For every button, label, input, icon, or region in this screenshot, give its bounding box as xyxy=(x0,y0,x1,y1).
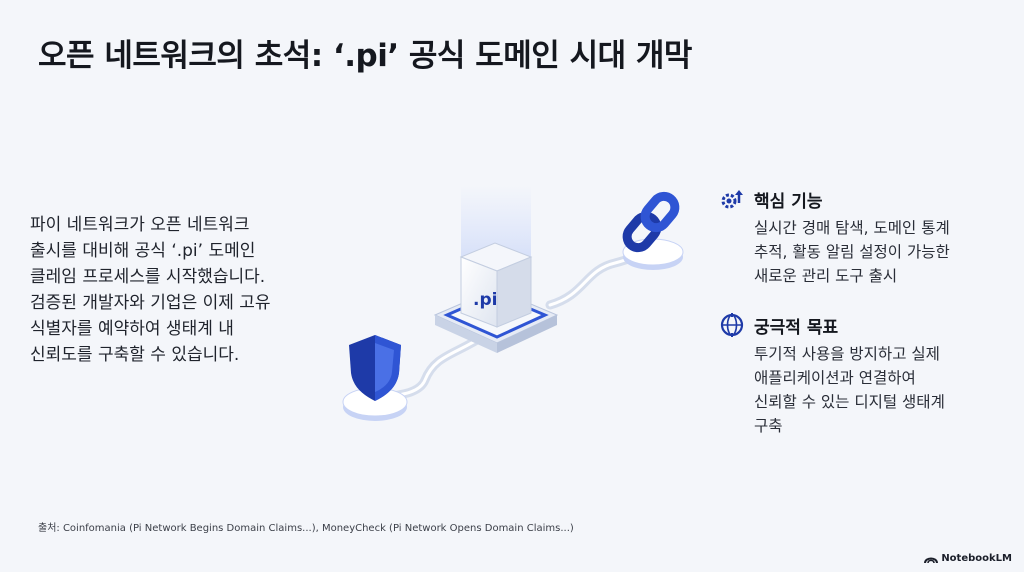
feature-title: 핵심 기능 xyxy=(754,191,823,212)
shield-pedestal xyxy=(342,335,408,421)
intro-line: 검증된 개발자와 기업은 이제 고유 xyxy=(30,293,271,313)
feature-desc-line: 새로운 관리 도구 출시 xyxy=(754,267,898,285)
gear-arrow-icon xyxy=(720,186,748,212)
chain-link-icon xyxy=(622,191,680,253)
feature-desc-line: 구축 xyxy=(754,417,783,435)
feature-desc-line: 실시간 경매 탐색, 도메인 통계 xyxy=(754,219,950,237)
notebooklm-logo-icon xyxy=(924,557,939,563)
feature-desc-line: 추적, 활동 알림 설정이 가능한 xyxy=(754,243,950,261)
feature-desc-line: 신뢰할 수 있는 디지털 생태계 xyxy=(754,393,945,411)
feature-desc-line: 투기적 사용을 방지하고 실제 xyxy=(754,345,940,363)
intro-paragraph: 파이 네트워크가 오픈 네트워크 출시를 대비해 공식 ‘.pi’ 도메인 클레… xyxy=(30,212,330,368)
feature-title: 궁극적 목표 xyxy=(754,317,839,338)
brand-name: NotebookLM xyxy=(941,553,1012,564)
brand-watermark: NotebookLM xyxy=(924,553,1012,564)
source-citation: 출처: Coinfomania (Pi Network Begins Domai… xyxy=(38,523,574,534)
intro-line: 식별자를 예약하여 생태계 내 xyxy=(30,319,234,339)
feature-description: 투기적 사용을 방지하고 실제 애플리케이션과 연결하여 신뢰할 수 있는 디지… xyxy=(754,342,1010,438)
intro-line: 클레임 프로세스를 시작했습니다. xyxy=(30,267,266,287)
intro-line: 파이 네트워크가 오픈 네트워크 xyxy=(30,215,250,235)
intro-line: 출시를 대비해 공식 ‘.pi’ 도메인 xyxy=(30,241,256,261)
feature-desc-line: 애플리케이션과 연결하여 xyxy=(754,369,916,387)
chain-pedestal xyxy=(622,191,684,270)
shield-icon xyxy=(349,335,401,401)
feature-description: 실시간 경매 탐색, 도메인 통계 추적, 활동 알림 설정이 가능한 새로운 … xyxy=(754,216,1010,288)
intro-line: 신뢰도를 구축할 수 있습니다. xyxy=(30,345,240,365)
globe-target-icon xyxy=(720,312,748,338)
page-title: 오픈 네트워크의 초석: ‘.pi’ 공식 도메인 시대 개막 xyxy=(38,38,692,74)
domain-illustration: .pi xyxy=(342,185,684,421)
pi-domain-cube: .pi xyxy=(459,242,533,328)
feature-ultimate-goal: 궁극적 목표 투기적 사용을 방지하고 실제 애플리케이션과 연결하여 신뢰할 … xyxy=(720,312,1010,438)
cube-label: .pi xyxy=(473,290,497,310)
feature-core-function: 핵심 기능 실시간 경매 탐색, 도메인 통계 추적, 활동 알림 설정이 가능… xyxy=(720,186,1010,288)
